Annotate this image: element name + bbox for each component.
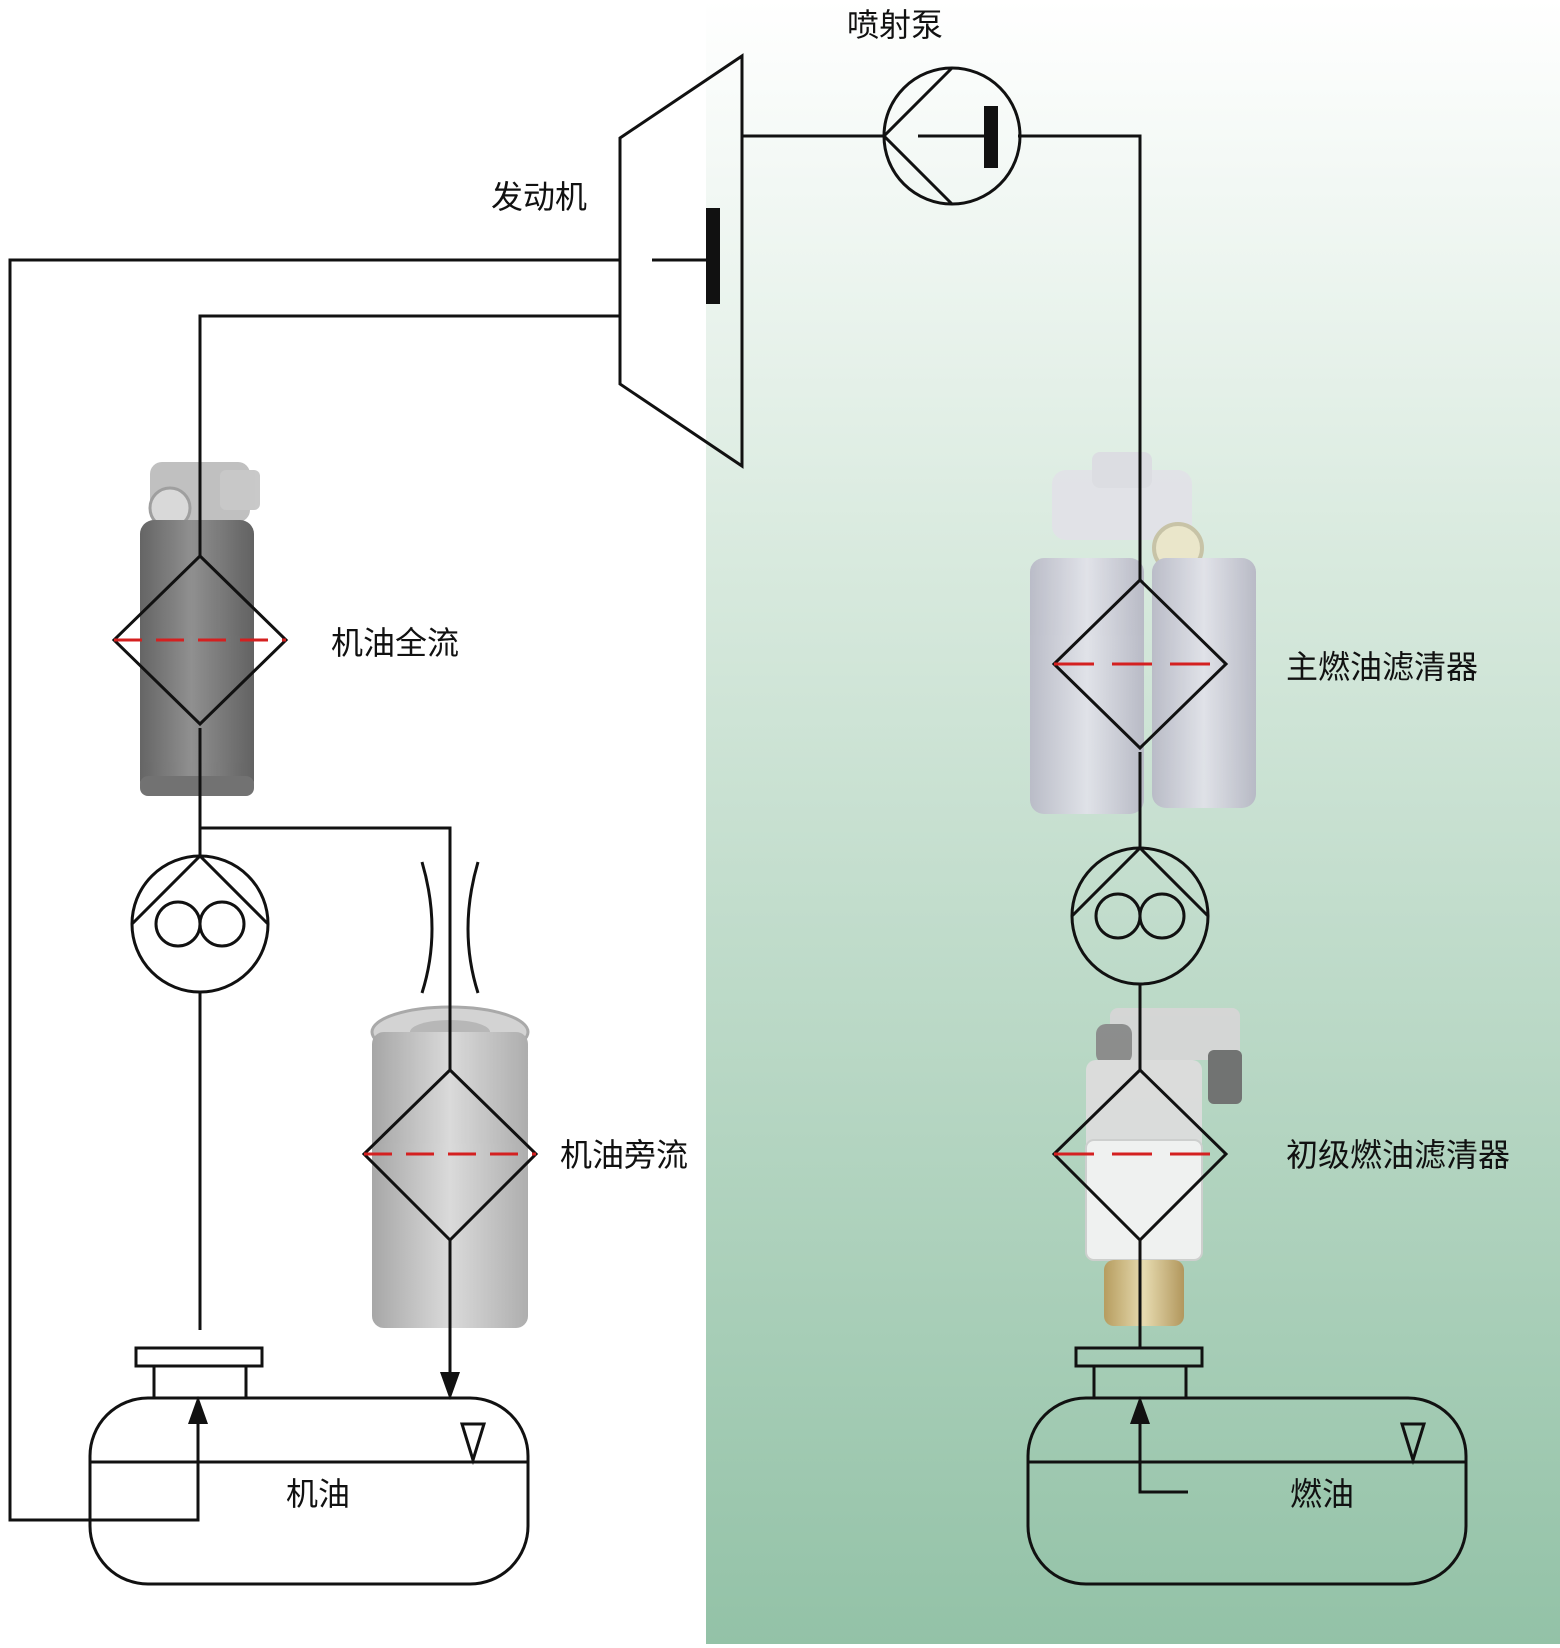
engine-shaft-bar xyxy=(706,208,720,304)
main-fuel-filter-symbol xyxy=(1051,577,1229,751)
primary-fuel-filter-symbol xyxy=(1051,1067,1229,1243)
pipe-oil-return xyxy=(8,258,620,1522)
oil-bypass-filter-symbol xyxy=(361,1067,539,1243)
fuel-zone-background xyxy=(706,0,1560,1644)
label-fuel-tank: 燃油 xyxy=(1290,1475,1354,1513)
oil-suction-arrow xyxy=(188,1396,208,1424)
oil-pump-symbol xyxy=(130,853,270,994)
label-oil-full-flow: 机油全流 xyxy=(331,624,459,662)
oil-bypass-return-arrow xyxy=(440,1372,460,1400)
label-oil-bypass: 机油旁流 xyxy=(560,1136,688,1174)
injection-pump-symbol xyxy=(881,66,1022,206)
label-engine: 发动机 xyxy=(491,178,587,216)
primary-fuel-filter-photo xyxy=(1085,1008,1242,1326)
engine-symbol xyxy=(618,53,744,469)
fuel-tank-symbol xyxy=(1026,1346,1468,1586)
oil-tank-symbol xyxy=(88,1346,530,1586)
fuel-suction-arrow xyxy=(1130,1396,1150,1424)
label-oil-tank: 机油 xyxy=(286,1475,350,1513)
pipe-pump-to-main-fuel-filter xyxy=(1018,134,1142,580)
label-main-fuel-filter: 主燃油滤清器 xyxy=(1286,648,1478,686)
oil-full-flow-filter-symbol xyxy=(111,553,289,727)
bypass-throttle xyxy=(420,861,434,994)
injection-pump-bar xyxy=(984,106,998,168)
label-primary-fuel-filter: 初级燃油滤清器 xyxy=(1286,1136,1510,1174)
pipe-oil-bypass xyxy=(200,826,452,1070)
pipe-oil-supply xyxy=(198,314,620,556)
label-injection-pump: 喷射泵 xyxy=(847,6,943,44)
main-fuel-filter-photo xyxy=(1030,452,1256,814)
piping xyxy=(8,53,1188,1522)
fuel-pump-symbol xyxy=(1070,845,1210,986)
